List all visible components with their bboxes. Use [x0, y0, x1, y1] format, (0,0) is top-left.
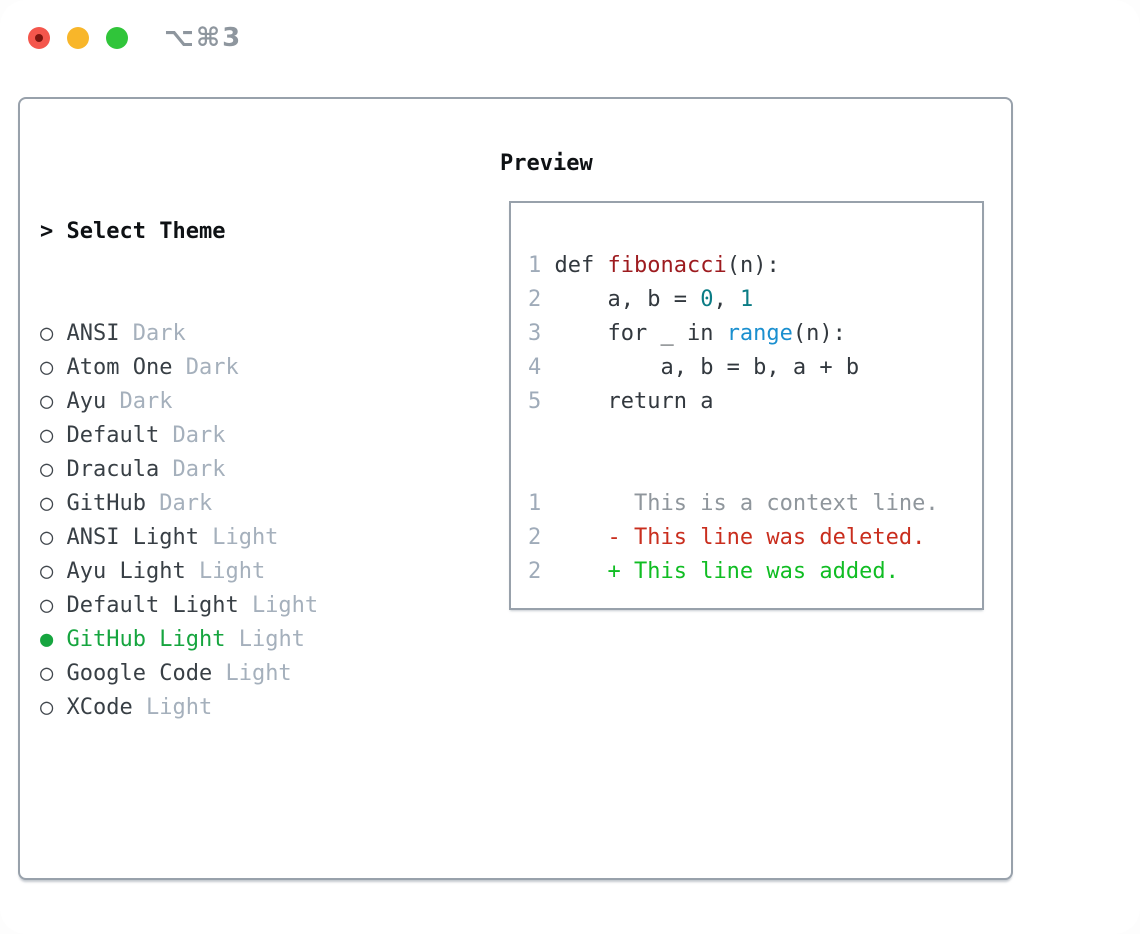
prompt-caret-icon: >: [40, 219, 54, 244]
diff-preview: 1 This is a context line.2 - This line w…: [528, 487, 982, 589]
theme-variant-badge: Dark: [119, 389, 173, 414]
theme-variant-badge: Light: [212, 525, 279, 550]
theme-variant-badge: Light: [251, 593, 319, 618]
close-button[interactable]: [28, 26, 50, 49]
theme-option-google-code[interactable]: ○ Google Code Light: [40, 657, 445, 691]
theme-option-github-light[interactable]: ● GitHub Light Light: [40, 623, 445, 657]
theme-option-atom-one[interactable]: ○ Atom One Dark: [40, 351, 445, 385]
radio-icon: ○: [40, 491, 54, 516]
theme-variant-badge: Light: [198, 559, 266, 584]
diff-text: + This line was added.: [554, 559, 899, 584]
zoom-button[interactable]: [106, 26, 128, 49]
theme-name: GitHub Light: [66, 627, 226, 652]
unsaved-dot-icon: [35, 33, 43, 42]
theme-option-default[interactable]: ○ Default Dark: [40, 419, 445, 453]
diff-line-added: 2 + This line was added.: [528, 555, 982, 589]
radio-icon: ○: [40, 525, 54, 550]
theme-option-dracula[interactable]: ○ Dracula Dark: [40, 453, 445, 487]
code-token: (n):: [792, 321, 846, 346]
theme-variant-badge: Dark: [159, 491, 213, 516]
traffic-lights: [28, 26, 128, 49]
code-line: 2 a, b = 0, 1: [528, 283, 982, 317]
code-line: 4 a, b = b, a + b: [528, 351, 982, 385]
code-token: a, b =: [554, 287, 701, 312]
radio-icon: ○: [40, 355, 54, 380]
code-line: 5 return a: [528, 385, 982, 419]
theme-variant-badge: Dark: [185, 355, 239, 380]
line-number: 2: [528, 559, 542, 584]
theme-name: Ayu Light: [66, 559, 186, 584]
window-title: ⌥⌘3: [164, 22, 243, 53]
diff-line-deleted: 2 - This line was deleted.: [528, 521, 982, 555]
theme-variant-badge: Light: [238, 627, 305, 652]
theme-name: Default Light: [66, 593, 239, 618]
theme-variant-badge: Light: [145, 695, 213, 720]
code-token: (n):: [726, 253, 780, 278]
select-theme-header: > Select Theme: [40, 215, 445, 249]
spacer: [40, 827, 445, 861]
line-number: 2: [528, 525, 542, 550]
code-token: return a: [554, 389, 714, 414]
radio-icon: ○: [40, 661, 54, 686]
radio-icon: ●: [40, 627, 54, 652]
title-bar: ⌥⌘3: [0, 0, 1140, 75]
diff-line-context: 1 This is a context line.: [528, 487, 982, 521]
theme-name: Dracula: [66, 457, 160, 482]
select-theme-title: Select Theme: [66, 219, 226, 244]
line-number: 5: [528, 389, 542, 414]
code-token: 1: [739, 287, 754, 312]
radio-icon: ○: [40, 389, 54, 414]
theme-name: Default: [66, 423, 160, 448]
theme-name: XCode: [66, 695, 133, 720]
radio-icon: ○: [40, 559, 54, 584]
theme-option-github[interactable]: ○ GitHub Dark: [40, 487, 445, 521]
line-number: 1: [528, 253, 542, 278]
theme-option-ansi-light[interactable]: ○ ANSI Light Light: [40, 521, 445, 555]
code-token: a, b = b, a + b: [554, 355, 860, 380]
theme-name: Atom One: [66, 355, 173, 380]
radio-icon: ○: [40, 457, 54, 482]
theme-variant-badge: Dark: [132, 321, 186, 346]
theme-variant-badge: Dark: [172, 457, 226, 482]
radio-icon: ○: [40, 423, 54, 448]
theme-option-ayu[interactable]: ○ Ayu Dark: [40, 385, 445, 419]
code-line: 1 def fibonacci(n):: [528, 249, 982, 283]
line-number: 2: [528, 287, 542, 312]
code-token: def: [554, 253, 608, 278]
code-token: range: [726, 321, 793, 346]
radio-icon: ○: [40, 321, 54, 346]
radio-icon: ○: [40, 593, 54, 618]
theme-name: Google Code: [66, 661, 213, 686]
theme-variant-badge: Dark: [172, 423, 226, 448]
code-token: for _ in: [554, 321, 727, 346]
diff-text: This is a context line.: [554, 491, 939, 516]
code-line: 3 for _ in range(n):: [528, 317, 982, 351]
line-number: 4: [528, 355, 542, 380]
theme-option-xcode[interactable]: ○ XCode Light: [40, 691, 445, 725]
code-token: 0: [700, 287, 714, 312]
preview-title: Preview: [500, 151, 593, 176]
theme-option-ayu-light[interactable]: ○ Ayu Light Light: [40, 555, 445, 589]
theme-option-ansi[interactable]: ○ ANSI Dark: [40, 317, 445, 351]
code-token: ,: [713, 287, 740, 312]
theme-name: Ayu: [66, 389, 107, 414]
diff-text: - This line was deleted.: [554, 525, 926, 550]
line-number: 1: [528, 491, 542, 516]
theme-variant-badge: Light: [225, 661, 292, 686]
theme-option-default-light[interactable]: ○ Default Light Light: [40, 589, 445, 623]
theme-name: ANSI: [66, 321, 120, 346]
radio-icon: ○: [40, 695, 54, 720]
theme-name: ANSI Light: [66, 525, 199, 550]
code-token: fibonacci: [607, 253, 727, 278]
theme-name: GitHub: [66, 491, 146, 516]
minimize-button[interactable]: [67, 26, 89, 49]
line-number: 3: [528, 321, 542, 346]
